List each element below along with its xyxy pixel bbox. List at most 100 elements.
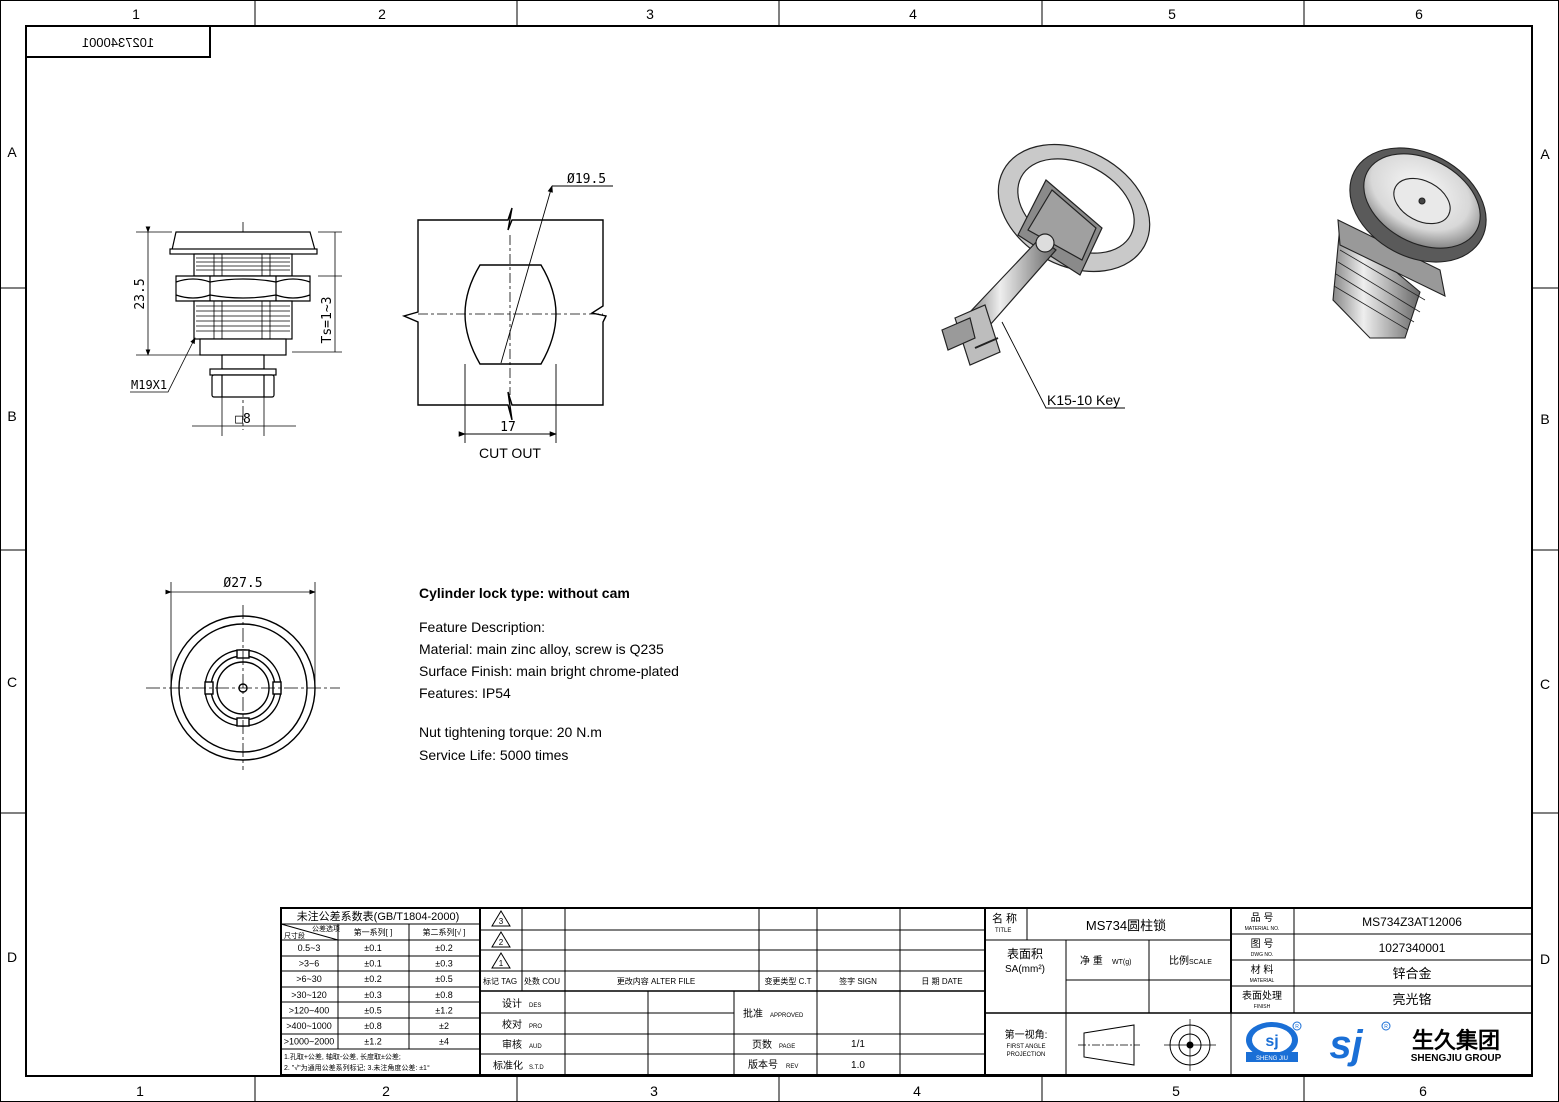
cutout-view (401, 185, 613, 443)
logo-registered-mark: R (1295, 1024, 1299, 1030)
grid-col-1-bottom: 1 (136, 1083, 144, 1099)
logo-en-text: SHENGJIU GROUP (1411, 1053, 1502, 1064)
doc-number-mirrored: 1027340001 (82, 35, 154, 50)
dim-height: 23.5 (133, 278, 148, 309)
grid-row-c-right: C (1540, 676, 1550, 692)
key-label: K15-10 Key (1047, 392, 1120, 408)
designer-label-en: DES (529, 1003, 541, 1009)
grid-col-6-top: 6 (1415, 6, 1423, 22)
tolerance-col2-header: 第二系列[√ ] (422, 927, 465, 937)
weight-label-en: WT(g) (1112, 959, 1131, 966)
lock-front-view (146, 582, 340, 770)
page-value: 1/1 (851, 1039, 865, 1050)
surface-area-label: 表面积 (1007, 947, 1043, 961)
title-block (984, 907, 1533, 1076)
page-label-en: PAGE (779, 1044, 795, 1050)
tolerance-cell-s1: ±0.5 (364, 1005, 381, 1015)
scale-label: 比例 (1169, 954, 1189, 967)
grid-col-6-bottom: 6 (1419, 1083, 1427, 1099)
grid-row-d-left: D (7, 949, 17, 965)
title-value: MS734圆柱锁 (1086, 918, 1166, 933)
tolerance-note-1: 1.孔取+公差, 轴取-公差, 长度取±公差; (284, 1052, 401, 1061)
tolerance-cell-s2: ±0.5 (435, 974, 452, 984)
dim-square: □8 (235, 412, 251, 427)
grid-col-5-bottom: 5 (1172, 1083, 1180, 1099)
proof-label: 校对 (502, 1018, 522, 1031)
tolerance-cell-s1: ±0.1 (364, 943, 381, 953)
dim-cutout-diameter: Ø19.5 (567, 172, 606, 187)
rev-date-header: 日 期 DATE (921, 977, 962, 986)
key-leader (1001, 321, 1125, 409)
material-value: 锌合金 (1392, 966, 1431, 981)
tolerance-cell-s1: ±0.8 (364, 1021, 381, 1031)
projection-label-en-2: PROJECTION (1007, 1052, 1046, 1058)
finish-label-en: FINISH (1254, 1004, 1271, 1010)
key-illustration (941, 143, 1151, 366)
torque-description: Nut tightening torque: 20 N.m (419, 724, 602, 740)
tolerance-cell-s1: ±0.2 (364, 974, 381, 984)
rev-tag-header: 标记 TAG (483, 976, 517, 986)
tolerance-corner-bottom: 尺寸段 (284, 931, 305, 940)
rev-mark-3: 3 (499, 917, 504, 926)
std-label-en: S.T.D (529, 1065, 544, 1071)
rev-cou-header: 处数 COU (524, 976, 560, 986)
approved-label-en: APPROVED (770, 1013, 804, 1019)
rev-mark-2: 2 (499, 938, 504, 947)
grid-row-b-right: B (1540, 411, 1549, 427)
features-description: Features: IP54 (419, 685, 511, 701)
std-label: 标准化 (493, 1059, 523, 1072)
audit-label-en: AUD (529, 1044, 542, 1050)
rev-label-en: REV (786, 1064, 798, 1070)
rev-sign-header: 签字 SIGN (839, 976, 877, 986)
tolerance-cell-s2: ±4 (439, 1037, 449, 1047)
grid-col-4-bottom: 4 (913, 1083, 921, 1099)
lock-type-heading: Cylinder lock type: without cam (419, 585, 630, 601)
grid-col-3-top: 3 (646, 6, 654, 22)
tolerance-cell-s2: ±2 (439, 1021, 449, 1031)
tolerance-cell-range: >6~30 (296, 974, 322, 984)
grid-col-5-top: 5 (1168, 6, 1176, 22)
weight-label: 净 重 (1080, 954, 1103, 967)
title-label-en: TITLE (995, 928, 1011, 934)
dwg-no-value: 1027340001 (1379, 941, 1446, 955)
finish-label: 表面处理 (1242, 989, 1282, 1002)
grid-col-2-bottom: 2 (382, 1083, 390, 1099)
logo-registered-mark-2: R (1384, 1024, 1388, 1030)
tolerance-col1-header: 第一系列[ ] (354, 927, 393, 937)
grid-col-4-top: 4 (909, 6, 917, 22)
doc-number-box: 1027340001 (25, 25, 211, 58)
tolerance-cell-s2: ±0.2 (435, 943, 452, 953)
grid-row-b-left: B (7, 408, 16, 424)
tolerance-cell-range: >1000~2000 (284, 1037, 335, 1047)
grid-col-1-top: 1 (132, 6, 140, 22)
dim-thread: M19X1 (131, 378, 167, 392)
approved-label: 批准 (743, 1007, 763, 1020)
revision-block (479, 907, 986, 1076)
audit-label: 审核 (502, 1038, 522, 1051)
company-logo: sj SHENG JIU R sj R 生久集团 SHENGJIU GROUP (1246, 1021, 1502, 1067)
material-description: Material: main zinc alloy, screw is Q235 (419, 641, 664, 657)
tolerance-note-2: 2. "√"为通用公差系列标记; 3.未注角度公差: ±1° (284, 1063, 430, 1072)
tolerance-cell-s2: ±1.2 (435, 1005, 452, 1015)
tolerance-cell-range: >120~400 (289, 1005, 330, 1015)
service-life-description: Service Life: 5000 times (419, 747, 569, 763)
lock-side-view (130, 222, 342, 436)
dwg-no-label: 图 号 (1251, 938, 1274, 950)
tolerance-cell-range: 0.5~3 (298, 943, 321, 953)
mat-no-label: 品 号 (1251, 912, 1274, 924)
grid-row-a-right: A (1540, 146, 1550, 162)
tolerance-cell-s1: ±1.2 (364, 1037, 381, 1047)
tolerance-cell-range: >400~1000 (286, 1021, 332, 1031)
tolerance-cell-s2: ±0.8 (435, 990, 452, 1000)
mat-no-value: MS734Z3AT12006 (1362, 915, 1462, 929)
rev-alter-header: 更改内容 ALTER FILE (617, 976, 696, 986)
rev-label: 版本号 (748, 1058, 778, 1071)
grid-col-3-bottom: 3 (650, 1083, 658, 1099)
page-label: 页数 (752, 1038, 772, 1051)
lock-3d-illustration (1332, 147, 1487, 339)
tolerance-cell-s2: ±0.3 (435, 959, 452, 969)
logo-small-text: SHENG JIU (1256, 1056, 1288, 1062)
dwg-no-label-en: DWG NO. (1251, 952, 1274, 958)
